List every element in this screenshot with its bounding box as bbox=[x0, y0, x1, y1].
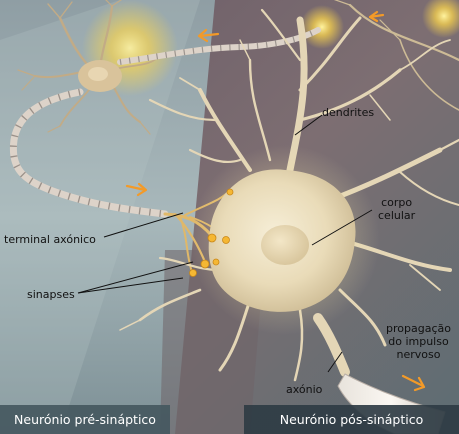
label-synapses: sinapses bbox=[27, 288, 75, 301]
caption-presynaptic: Neurónio pré-sináptico bbox=[14, 412, 156, 427]
label-cell-body-line-1: corpo bbox=[381, 196, 413, 209]
label-dendrites: dendrites bbox=[322, 106, 375, 119]
label-impulse-line-3: nervoso bbox=[396, 348, 441, 361]
caption-postsynaptic: Neurónio pós-sináptico bbox=[279, 412, 424, 427]
label-cell-body-line-2: celular bbox=[378, 209, 416, 222]
label-impulse-propagation: propagação do impulso nervoso bbox=[386, 322, 451, 361]
label-impulse-line-1: propagação bbox=[386, 322, 451, 335]
label-cell-body: corpo celular bbox=[378, 196, 415, 222]
label-axon: axónio bbox=[286, 383, 323, 396]
label-impulse-line-2: do impulso bbox=[388, 335, 449, 348]
label-axon-terminal: terminal axónico bbox=[4, 233, 96, 246]
